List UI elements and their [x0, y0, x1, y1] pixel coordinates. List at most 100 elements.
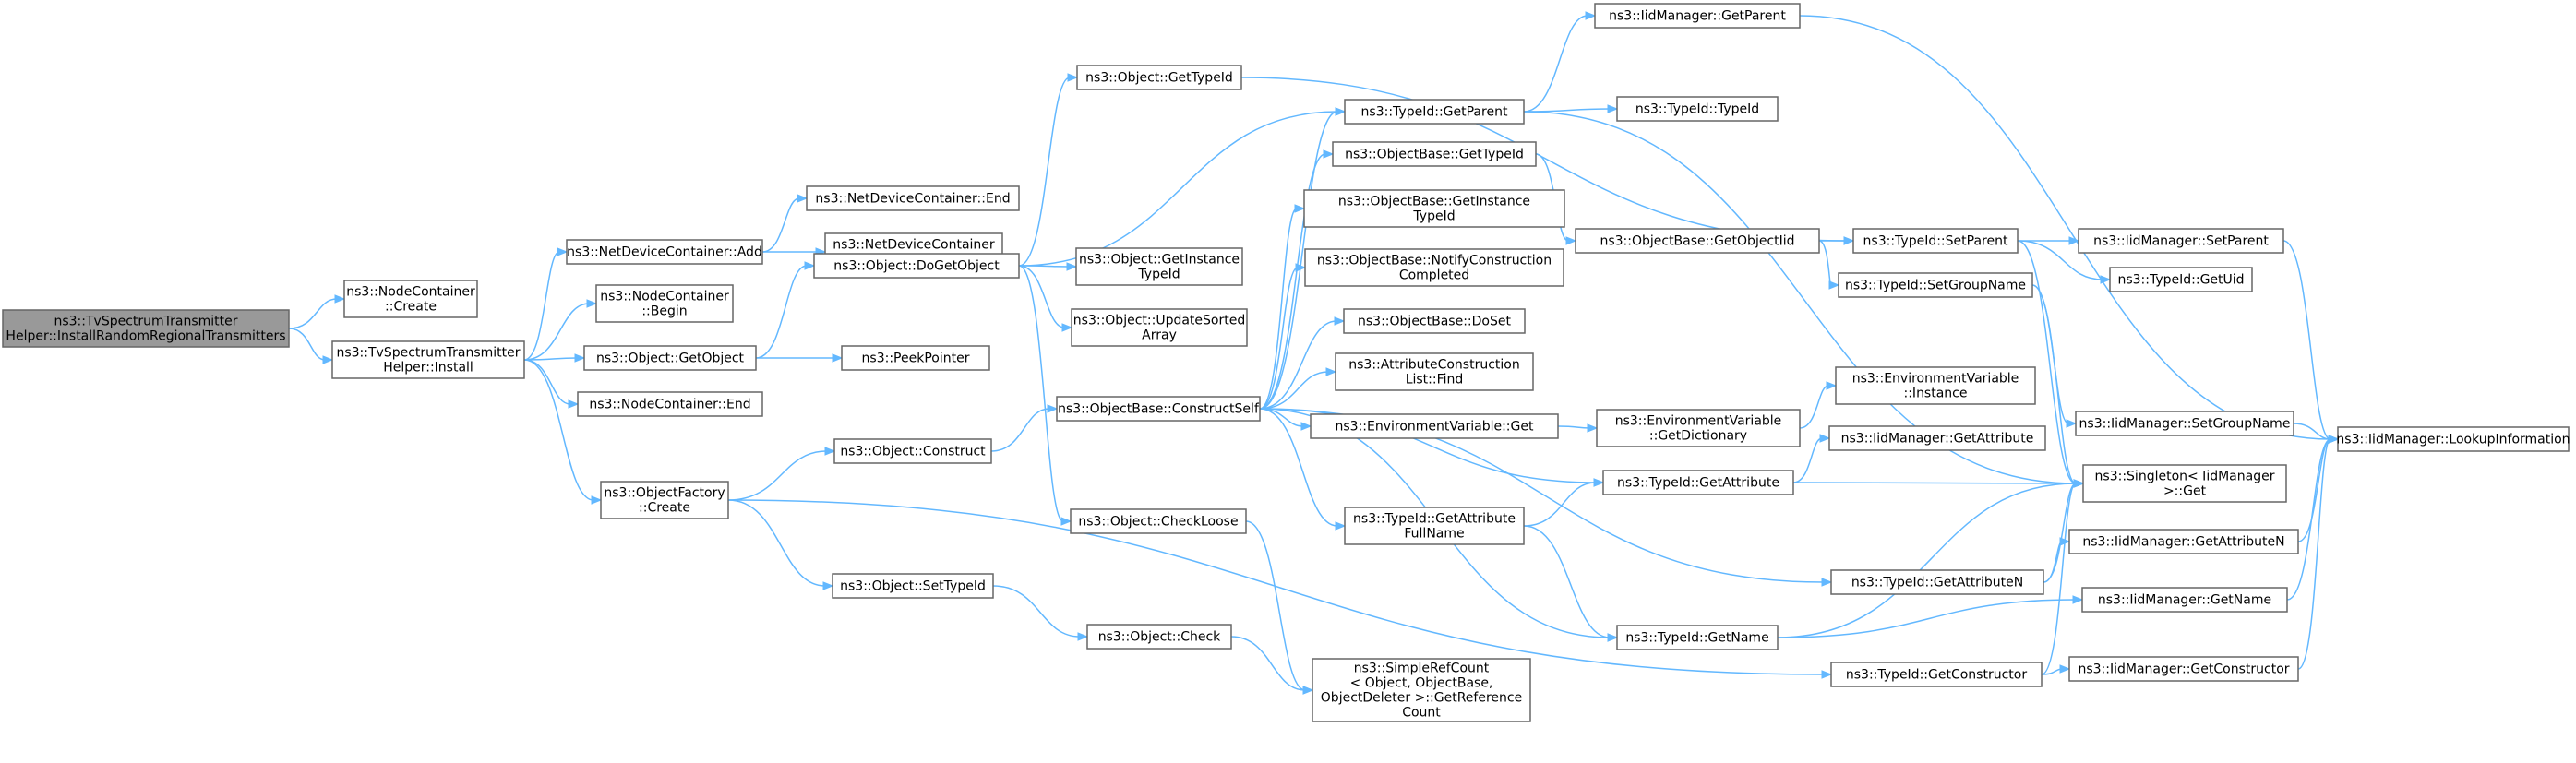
node-label: List::Find	[1406, 373, 1464, 387]
node-nc-begin[interactable]: ns3::NodeContainer::Begin	[595, 284, 734, 323]
node-iid-lookup[interactable]: ns3::IidManager::LookupInformation	[2336, 426, 2570, 452]
edge-do-get-object-to-obj-get-type-id	[1018, 77, 1071, 267]
edge-arrowhead	[804, 261, 816, 270]
node-label: ns3::EnvironmentVariable	[1852, 372, 2019, 387]
edge-arrowhead	[1294, 204, 1306, 213]
edge-env-get-to-env-get-dictionary	[1557, 425, 1590, 429]
node-label: ns3::TypeId::GetConstructor	[1846, 668, 2027, 683]
edge-arrowhead	[1066, 262, 1078, 271]
node-label: TypeId	[1412, 209, 1455, 224]
node-label: ns3::Singleton< IidManager	[2095, 470, 2275, 484]
node-label: ns3::NetDeviceContainer::Add	[567, 245, 762, 260]
node-tid-set-group-name[interactable]: ns3::TypeId::SetGroupName	[1838, 272, 2033, 298]
node-box	[1594, 3, 1801, 29]
edge-arrowhead	[1607, 104, 1619, 113]
edge-arrowhead	[1565, 236, 1577, 245]
node-tid-get-name[interactable]: ns3::TypeId::GetName	[1616, 625, 1779, 650]
node-get-object[interactable]: ns3::Object::GetObject	[583, 345, 757, 371]
node-iid-get-name[interactable]: ns3::IidManager::GetName	[2081, 587, 2288, 613]
node-obj-get-type-id[interactable]: ns3::Object::GetTypeId	[1076, 65, 1242, 90]
node-ob-get-object-iid[interactable]: ns3::ObjectBase::GetObjectIid	[1575, 228, 1820, 254]
node-do-get-object[interactable]: ns3::Object::DoGetObject	[813, 253, 1020, 279]
edge-construct-self-to-ob-get-instance-type-id	[1259, 208, 1298, 410]
node-tid-type-id[interactable]: ns3::TypeId::TypeId	[1616, 96, 1779, 122]
node-construct-self[interactable]: ns3::ObjectBase::ConstructSelf	[1056, 396, 1261, 422]
node-label: ObjectDeleter >::GetReference	[1321, 691, 1522, 706]
node-iid-get-parent[interactable]: ns3::IidManager::GetParent	[1594, 3, 1801, 29]
call-graph-nodes: ns3::TvSpectrumTransmitterHelper::Instal…	[2, 3, 2570, 722]
node-iid-set-parent[interactable]: ns3::IidManager::SetParent	[2078, 228, 2284, 254]
edge-iid-get-name-to-iid-lookup	[2286, 438, 2331, 601]
node-ndc-end[interactable]: ns3::NetDeviceContainer::End	[806, 185, 1020, 211]
node-box	[1312, 658, 1531, 722]
node-label: ns3::NodeContainer::End	[589, 398, 750, 412]
node-label: ns3::Object::GetObject	[596, 352, 745, 366]
edge-arrowhead	[1334, 316, 1346, 326]
node-box	[1056, 396, 1261, 422]
edge-arrowhead	[568, 399, 580, 409]
node-env-instance[interactable]: ns3::EnvironmentVariable::Instance	[1835, 366, 2036, 405]
edge-iid-get-constructor-to-iid-lookup	[2297, 438, 2331, 670]
node-ob-do-set[interactable]: ns3::ObjectBase::DoSet	[1343, 308, 1526, 334]
edge-iid-set-group-name-to-iid-lookup	[2293, 423, 2331, 440]
node-construct[interactable]: ns3::Object::Construct	[833, 438, 992, 464]
node-box	[1344, 507, 1525, 545]
node-tid-get-parent[interactable]: ns3::TypeId::GetParent	[1344, 99, 1525, 125]
node-ob-notify[interactable]: ns3::ObjectBase::NotifyConstructionCompl…	[1304, 248, 1564, 287]
node-tid-get-attribute-n[interactable]: ns3::TypeId::GetAttributeN	[1830, 569, 2044, 595]
node-check[interactable]: ns3::Object::Check	[1086, 624, 1232, 650]
node-label: Helper::Install	[383, 361, 473, 376]
node-label: ns3::ObjectBase::GetTypeId	[1345, 148, 1524, 162]
node-env-get-dictionary[interactable]: ns3::EnvironmentVariable::GetDictionary	[1596, 409, 1801, 447]
node-tid-set-parent[interactable]: ns3::TypeId::SetParent	[1852, 228, 2019, 254]
edge-arrowhead	[1821, 670, 1833, 679]
node-set-type-id[interactable]: ns3::Object::SetTypeId	[832, 573, 994, 599]
node-ob-get-type-id[interactable]: ns3::ObjectBase::GetTypeId	[1332, 141, 1537, 167]
edge-construct-self-to-ob-do-set	[1259, 320, 1337, 410]
node-label: ::GetDictionary	[1649, 429, 1747, 444]
node-iid-get-attribute-n[interactable]: ns3::IidManager::GetAttributeN	[2068, 529, 2299, 554]
node-check-loose[interactable]: ns3::Object::CheckLoose	[1070, 508, 1247, 534]
edge-arrowhead	[832, 353, 844, 363]
node-box	[1304, 248, 1564, 287]
node-peek-pointer[interactable]: ns3::PeekPointer	[841, 345, 990, 371]
node-nc-create[interactable]: ns3::NodeContainer::Create	[343, 280, 478, 318]
node-install[interactable]: ns3::TvSpectrumTransmitterHelper::Instal…	[331, 340, 525, 379]
edge-arrowhead	[797, 194, 809, 203]
node-tid-get-constructor[interactable]: ns3::TypeId::GetConstructor	[1830, 662, 2043, 687]
node-label: ::Create	[639, 501, 690, 516]
node-singleton-get[interactable]: ns3::Singleton< IidManager>::Get	[2082, 464, 2287, 503]
node-tid-get-attribute[interactable]: ns3::TypeId::GetAttribute	[1602, 470, 1794, 495]
node-label: ns3::ObjectBase::NotifyConstruction	[1317, 254, 1552, 268]
node-nc-end[interactable]: ns3::NodeContainer::End	[577, 391, 763, 417]
node-label: ns3::IidManager::SetGroupName	[2079, 417, 2291, 432]
node-iid-get-constructor[interactable]: ns3::IidManager::GetConstructor	[2068, 656, 2299, 682]
node-label: ns3::TypeId::GetName	[1625, 631, 1768, 646]
node-tid-get-uid[interactable]: ns3::TypeId::GetUid	[2109, 267, 2253, 292]
node-of-create[interactable]: ns3::ObjectFactory::Create	[600, 481, 729, 519]
edge-arrowhead	[1335, 521, 1347, 531]
node-iid-get-attribute[interactable]: ns3::IidManager::GetAttribute	[1828, 425, 2046, 451]
node-box	[1602, 470, 1794, 495]
edge-arrowhead	[1826, 381, 1838, 390]
node-label: ns3::NetDeviceContainer::End	[815, 192, 1010, 207]
edge-install-to-of-create	[523, 359, 594, 501]
node-label: ns3::Object::SetTypeId	[840, 579, 986, 594]
node-box	[1852, 228, 2019, 254]
node-iid-set-group-name[interactable]: ns3::IidManager::SetGroupName	[2075, 411, 2294, 436]
node-label: >::Get	[2163, 484, 2207, 499]
node-ndc-add[interactable]: ns3::NetDeviceContainer::Add	[566, 239, 763, 265]
edge-tid-set-group-name-to-iid-set-group-name	[2031, 284, 2069, 424]
edge-tid-get-constructor-to-singleton-get	[2041, 483, 2077, 675]
node-simple-ref-count[interactable]: ns3::SimpleRefCount< Object, ObjectBase,…	[1312, 658, 1531, 722]
edge-root-to-nc-create	[288, 298, 338, 329]
edge-arrowhead	[1335, 107, 1347, 116]
node-env-get[interactable]: ns3::EnvironmentVariable::Get	[1310, 413, 1559, 439]
node-box	[1086, 624, 1232, 650]
node-root[interactable]: ns3::TvSpectrumTransmitterHelper::Instal…	[2, 309, 290, 348]
